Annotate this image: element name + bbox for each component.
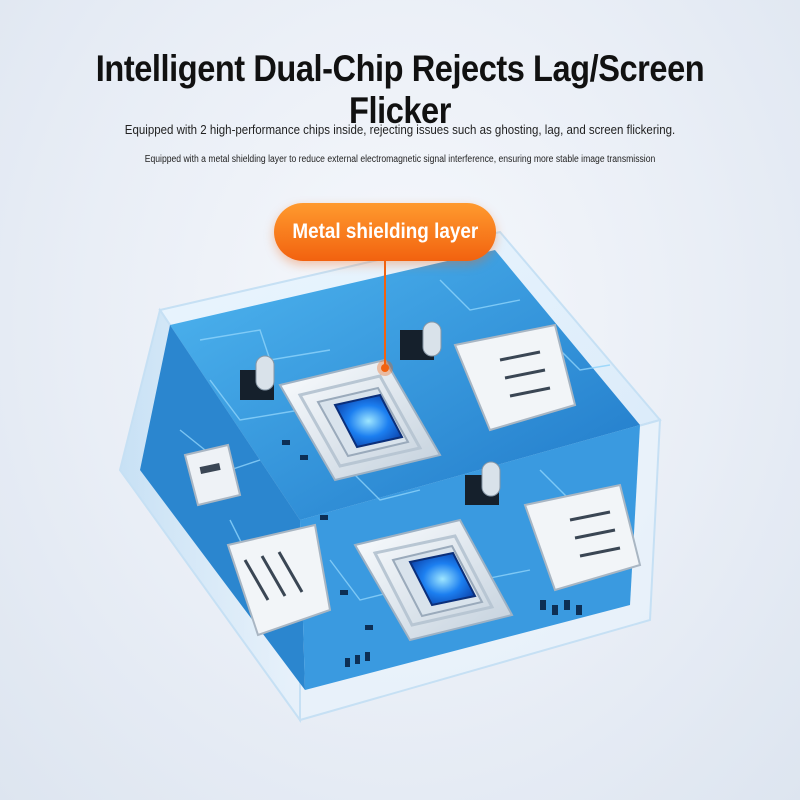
hdmi-port-input	[226, 523, 332, 637]
micro-usb-port	[183, 443, 242, 507]
subtitle-primary: Equipped with 2 high-performance chips i…	[124, 123, 676, 137]
metal-shielding-callout: Metal shielding layer	[274, 203, 496, 261]
callout-label: Metal shielding layer	[292, 220, 478, 243]
capacitors	[240, 321, 501, 505]
callout-pointer	[377, 258, 393, 376]
subtitle-secondary: Equipped with a metal shielding layer to…	[144, 154, 656, 165]
hdmi-ports	[453, 323, 642, 592]
page-title: Intelligent Dual-Chip Rejects Lag/Screen…	[95, 48, 705, 131]
shielded-chip-bottom	[353, 518, 514, 642]
shielded-chip-top	[278, 358, 442, 482]
